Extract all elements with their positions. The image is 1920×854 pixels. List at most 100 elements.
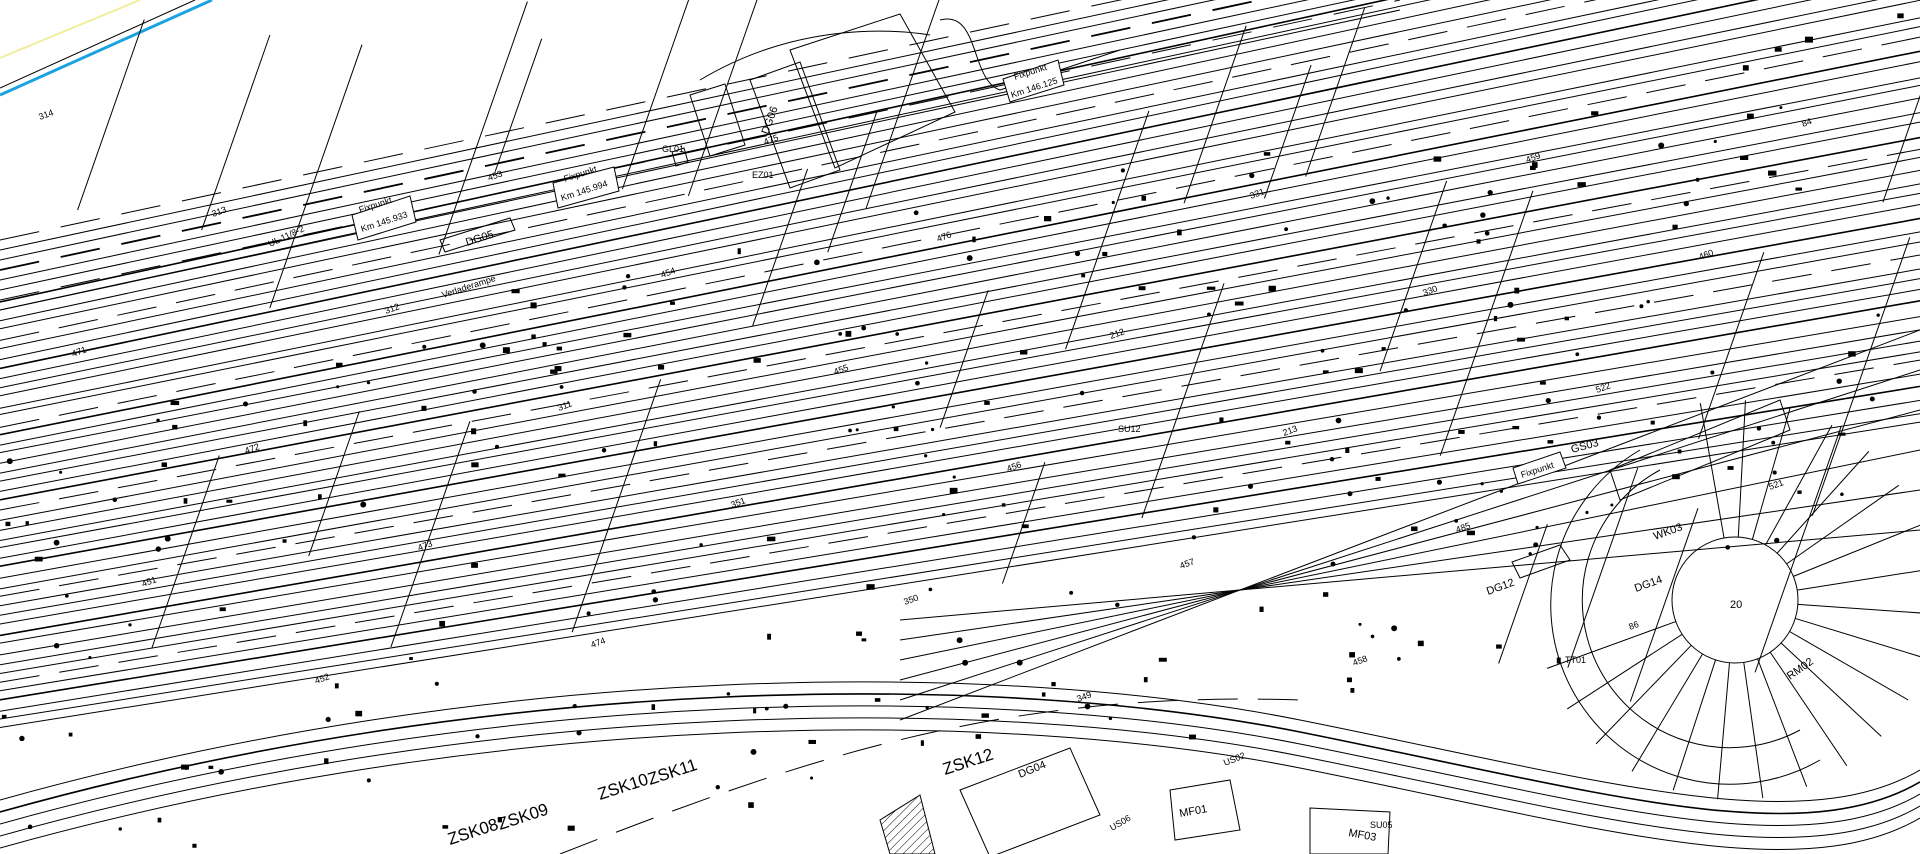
point-symbol [855,428,859,432]
point-symbol [243,401,249,407]
point-symbol [1484,230,1490,236]
cross-line [940,290,988,427]
point-symbol [891,405,895,409]
track-line [0,301,1920,636]
signal-symbol [1727,466,1734,470]
building-dg04 [959,747,1101,854]
signal-symbol [1,714,7,719]
label-rm02: RM02 [1785,656,1816,683]
signal-symbol [1081,273,1086,278]
point-symbol [848,428,852,433]
point-symbol [156,418,160,423]
track-line [0,386,1920,699]
cross-line [1184,26,1246,204]
point-symbol [1370,634,1375,639]
turntable-radial [1567,634,1682,709]
point-symbol [559,385,564,389]
point-symbol [814,259,820,266]
dashed-track [0,37,1920,427]
point-symbol [1658,142,1665,149]
track-line [900,530,1920,620]
track-line [0,414,1920,719]
signal-symbol [1797,490,1802,494]
point-symbol [1535,525,1539,530]
label-tt01: TT01 [1565,655,1586,665]
cross-line [391,421,470,647]
cross-line [152,455,220,648]
signal-symbol [1517,337,1526,342]
track-number: 349 [1075,689,1093,704]
signal-symbol [1556,657,1561,664]
point-symbol [1695,177,1700,182]
turntable-radial [1777,451,1869,553]
track-number: 522 [1594,380,1612,395]
signal-symbol [1742,65,1749,71]
signal-symbol [172,424,178,430]
signal-symbol [1349,652,1356,658]
track-line [0,184,1920,541]
track-number: 84 [1800,116,1813,129]
signal-symbol [1350,687,1355,693]
buildings [439,13,1791,854]
track-line [0,113,1920,481]
building-mf03 [1309,807,1391,854]
label-dg06: DG06 [760,105,781,136]
road-curve [940,19,1120,90]
signal-symbol [753,708,757,714]
cross-line [1264,65,1311,198]
cross-line [1380,181,1447,371]
signal-symbol [1143,677,1148,683]
road-top [700,31,930,80]
point-symbol [1533,542,1539,548]
point-symbol [218,769,224,775]
point-symbol [1442,223,1447,229]
turntable-radial [1793,525,1920,576]
point-symbol [1330,561,1336,567]
point-symbol [1585,510,1589,515]
building-shed [789,13,956,169]
track-line [0,0,1400,260]
signal-symbol [856,631,863,636]
track-number: 471 [70,344,88,359]
point-symbol [1249,172,1255,179]
turntable-radial [1718,663,1730,799]
track-line [0,0,1920,310]
signal-symbol [737,248,741,255]
cross-line [270,45,362,308]
cross-line [439,2,528,255]
track-line [0,0,1400,280]
signal-symbol [753,358,761,363]
track-line [0,62,1920,446]
point-symbol [783,703,789,709]
point-symbol [118,827,122,831]
turntable-radial [1673,660,1715,790]
point-symbol [572,704,577,709]
track-number: 454 [659,265,677,280]
signal-symbol [1213,507,1219,513]
point-symbol [1639,304,1644,309]
signal-symbol [68,732,73,737]
signal-symbol [1512,425,1520,430]
signal-symbol [1021,524,1029,529]
signal-symbol [1804,36,1813,43]
point-symbol [434,681,439,686]
signal-symbol [670,301,675,305]
signal-symbol [1837,432,1846,436]
signal-symbol [1268,285,1276,292]
point-symbol [928,587,933,592]
point-symbol [1191,535,1196,540]
label-ez01: EZ01 [752,170,774,180]
point-symbol [1329,456,1335,462]
turntable-radial [1700,403,1724,538]
track-number: 313 [210,204,228,219]
point-symbol [625,274,631,279]
track-line [0,157,1920,520]
signal-symbol [1677,449,1682,454]
boundary-line [0,0,195,88]
point-symbol [1069,590,1074,595]
curved-track [0,682,1920,802]
signal-symbol [1322,370,1329,374]
building-dg06 [749,61,841,189]
signal-symbol [554,366,562,372]
point-symbol [1358,622,1362,626]
